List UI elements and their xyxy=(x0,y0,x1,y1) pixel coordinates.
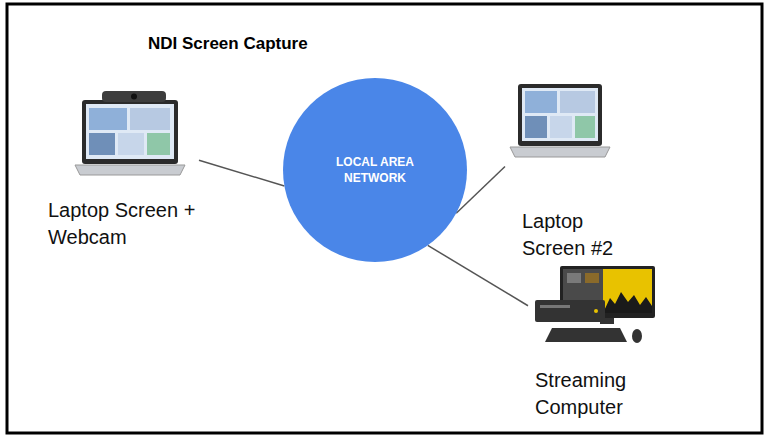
frame-border xyxy=(7,4,762,433)
network-circle-shape xyxy=(283,78,467,262)
diagram-title: NDI Screen Capture xyxy=(148,34,308,54)
circle-outline xyxy=(282,77,468,263)
laptop-webcam-illustration xyxy=(75,91,185,175)
device-label: Laptop Screen #2 xyxy=(522,208,622,262)
laptop-illustration xyxy=(510,84,610,157)
network-link xyxy=(428,245,528,305)
network-label: LOCAL AREA NETWORK xyxy=(325,154,425,186)
device-node: Laptop Screen #2 xyxy=(505,80,622,264)
streaming-computer-illustration xyxy=(535,266,655,343)
device-label: Streaming Computer xyxy=(535,367,662,421)
network-circle: LOCAL AREA NETWORK xyxy=(282,77,468,263)
device-node: Streaming Computer xyxy=(528,262,662,424)
network-link xyxy=(199,160,284,186)
device-node: Laptop Screen + Webcam xyxy=(45,88,199,256)
device-label: Laptop Screen + Webcam xyxy=(48,197,199,251)
